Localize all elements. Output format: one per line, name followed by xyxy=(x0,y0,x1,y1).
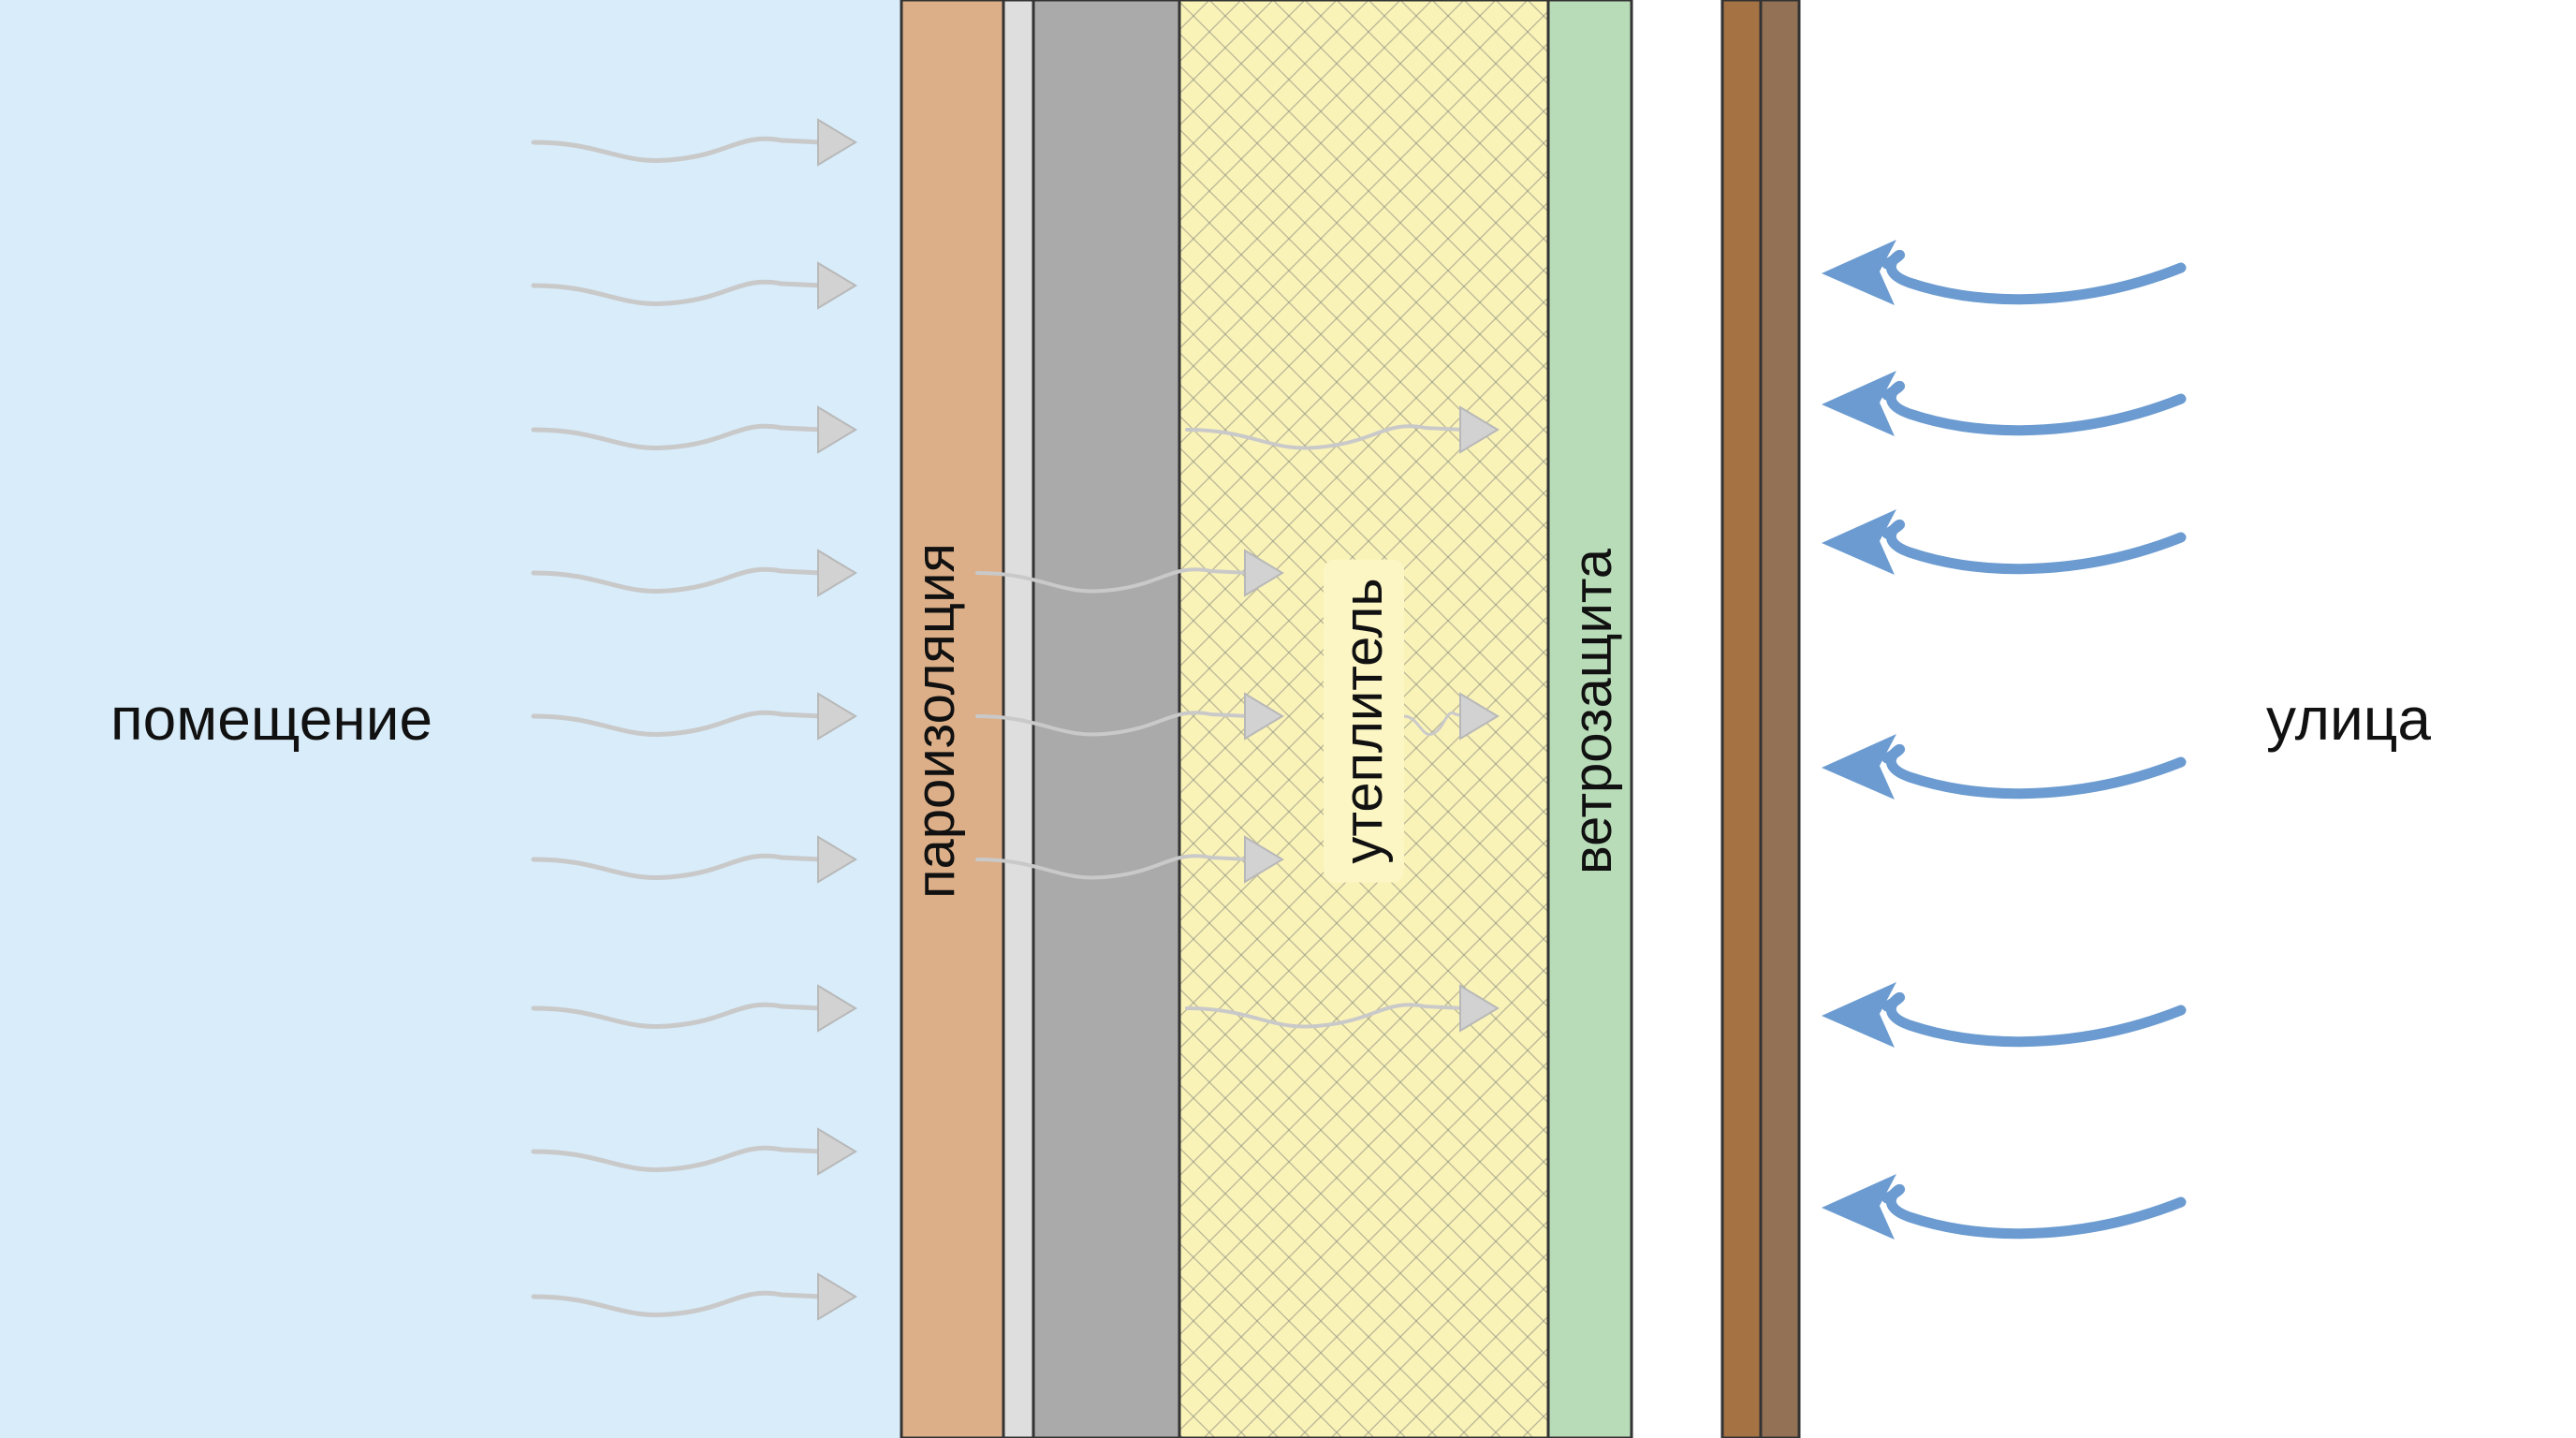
vapor-flow-arrow-line xyxy=(975,711,1251,737)
wind-flow-arrow-head xyxy=(1822,982,1896,1048)
vapor-flow-arrow-head xyxy=(1244,549,1284,597)
vapor-arrows-group xyxy=(531,118,1500,1321)
vapor-flow-arrow-line xyxy=(531,853,825,881)
insulation-label: утеплитель xyxy=(1324,559,1404,883)
wind-flow-arrow-line xyxy=(1881,743,2187,800)
vapor-flow-arrow-line xyxy=(975,854,1251,880)
vapor-flow-arrow-head xyxy=(817,1127,857,1176)
vapor-flow-arrow-head xyxy=(1244,835,1284,884)
vapor-flow-arrow-head xyxy=(1459,692,1500,741)
vapor-flow-arrow-line xyxy=(531,1290,825,1318)
wind-flow-arrow-head xyxy=(1822,509,1896,575)
vapor-flow-arrow-line xyxy=(531,1145,825,1173)
vapor-flow-arrow-head xyxy=(1244,692,1284,741)
wind-arrows-group xyxy=(1822,240,2187,1240)
vapor-flow-arrow-line xyxy=(531,136,825,164)
wind-flow-arrow-line xyxy=(1881,249,2187,305)
wind-flow-arrow-line xyxy=(1881,1183,2187,1240)
outer-board-1 xyxy=(1720,0,1763,1438)
vapor-flow-arrow-head xyxy=(817,835,857,884)
wind-flow-arrow-head xyxy=(1822,240,1896,305)
vapor-barrier-label: пароизоляция xyxy=(905,543,966,899)
vapor-flow-arrow-line xyxy=(531,423,825,451)
vapor-flow-arrow-head xyxy=(817,405,857,454)
vapor-flow-arrow-head xyxy=(1459,984,1500,1033)
wind-flow-arrow-line xyxy=(1881,380,2187,436)
room-zone xyxy=(0,0,901,1438)
vapor-barrier-layer xyxy=(900,0,1005,1438)
wind-flow-arrow-head xyxy=(1822,371,1896,436)
vapor-flow-arrow-head xyxy=(817,984,857,1033)
street-label: улица xyxy=(2266,685,2431,753)
vapor-flow-arrow-head xyxy=(817,1272,857,1321)
vapor-flow-arrow-line xyxy=(1402,711,1466,736)
vapor-flow-arrow-line xyxy=(1185,1003,1466,1029)
wind-barrier-layer xyxy=(1546,0,1633,1438)
vapor-flow-arrow-line xyxy=(531,279,825,307)
vapor-flow-arrow-head xyxy=(817,692,857,741)
wind-flow-arrow-head xyxy=(1822,734,1896,800)
vapor-flow-arrow-line xyxy=(531,1002,825,1030)
vapor-flow-arrow-head xyxy=(817,118,857,167)
vapor-flow-arrow-head xyxy=(817,549,857,597)
wall-panel-layer xyxy=(1032,0,1181,1438)
vapor-flow-arrow-head xyxy=(817,261,857,310)
wind-flow-arrow-line xyxy=(1881,519,2187,575)
vapor-flow-arrow-head xyxy=(1459,405,1500,454)
outer-board-2 xyxy=(1759,0,1801,1438)
vapor-flow-arrow-line xyxy=(531,710,825,738)
vapor-flow-arrow-line xyxy=(1185,424,1466,450)
wind-barrier-label: ветрозащита xyxy=(1562,548,1623,875)
vapor-flow-arrow-line xyxy=(531,566,825,594)
vapor-flow-arrow-line xyxy=(975,567,1251,594)
wind-flow-arrow-head xyxy=(1822,1174,1896,1240)
room-label: помещение xyxy=(110,685,433,753)
wind-flow-arrow-line xyxy=(1881,991,2187,1048)
